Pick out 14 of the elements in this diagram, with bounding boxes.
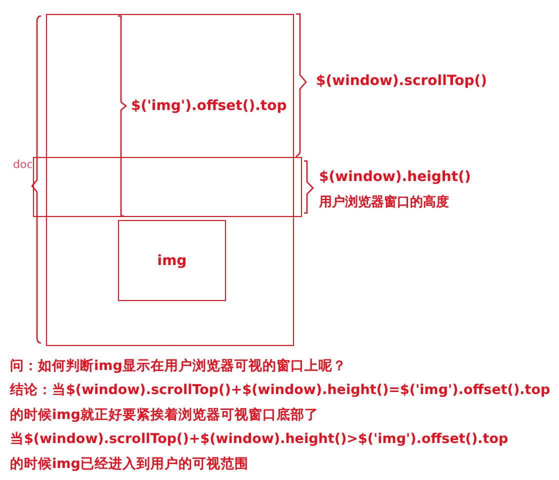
note-text: 的时候img就正好要紧挨着浏览器可视窗口底部了 <box>10 406 318 424</box>
brace-label: $('img').offset().top <box>131 98 287 114</box>
note-text: 当$(window).scrollTop()+$(window).height()>$('img').offset().top <box>10 430 508 448</box>
brace-label: 用户浏览器窗口的高度 <box>319 194 449 211</box>
window-box <box>33 157 302 217</box>
brace-label: $(window).scrollTop() <box>316 73 488 89</box>
note-text: 问：如何判断img显示在用户浏览器可视的窗口上呢？ <box>10 357 346 375</box>
side-label: doc <box>13 158 33 171</box>
note-text: 结论：当$(window).scrollTop()+$(window).height()=$('img').offset().top <box>10 381 550 399</box>
img-box <box>118 220 226 301</box>
brace-label: $(window).height() <box>319 169 471 185</box>
box-label: img <box>157 252 187 268</box>
document-box <box>46 14 294 346</box>
note-text: 的时候img已经进入到用户的可视范围 <box>10 455 248 473</box>
